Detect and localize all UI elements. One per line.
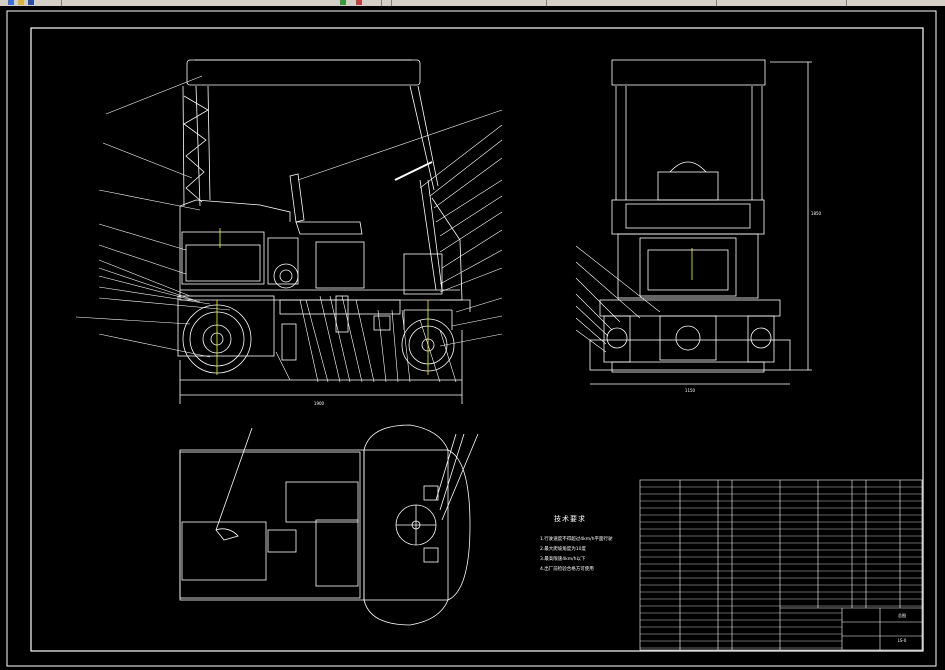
note-line: 1.行驶速度不得超过4km/h平面行驶 [540, 537, 613, 542]
outer-border [6, 10, 937, 667]
note-line: 3.最高限速4km/h以下 [540, 557, 586, 562]
front-view [589, 59, 812, 385]
top-view [179, 424, 479, 626]
front-view-leaders [575, 245, 661, 353]
side-view-leaders [75, 75, 503, 383]
front-width-dimension: 1150 [685, 388, 696, 393]
inner-frame [30, 27, 924, 652]
notes-title: 技术要求 [554, 515, 586, 523]
drawing-code: LS-0 [898, 638, 907, 643]
redo-icon[interactable] [356, 0, 362, 5]
undo-icon[interactable] [340, 0, 346, 5]
note-line: 4.出厂前检验合格方可使用 [540, 567, 594, 572]
side-length-dimension: 1900 [314, 401, 325, 406]
parts-list-table [639, 479, 923, 651]
save-icon[interactable] [28, 0, 34, 5]
new-file-icon[interactable] [8, 0, 14, 5]
side-view [177, 59, 471, 404]
note-line: 2.最大爬坡角度为10度 [540, 547, 587, 552]
front-height-dimension: 1850 [811, 211, 822, 216]
drawing-name: 总图 [898, 612, 906, 618]
open-folder-icon[interactable] [18, 0, 24, 5]
cad-drawing-canvas[interactable]: 1900 [0, 6, 945, 670]
